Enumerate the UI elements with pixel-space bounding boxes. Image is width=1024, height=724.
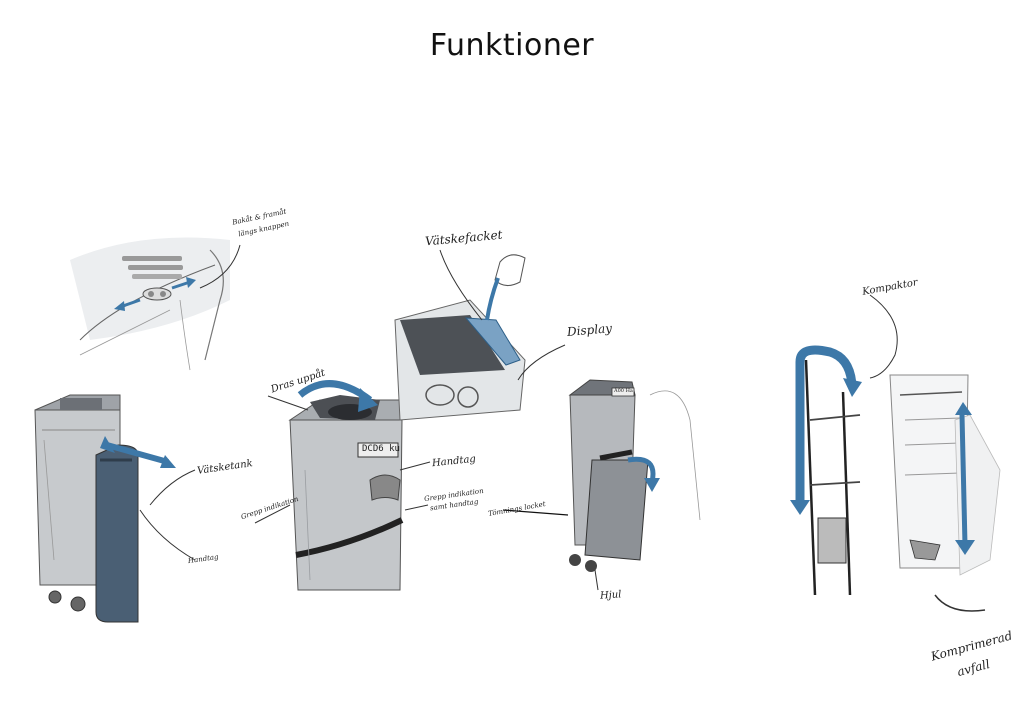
label-hjul: Hjul xyxy=(599,589,622,602)
press-arrow xyxy=(959,414,968,546)
display-closeup-sketch xyxy=(394,249,566,421)
page-title: Funktioner xyxy=(429,28,595,63)
emptying-lid xyxy=(584,459,649,561)
center-unit-sketch xyxy=(254,380,431,591)
side-tank-sketch xyxy=(34,394,196,623)
grip-band xyxy=(295,517,404,558)
unit-label-tag: Ä00 Ha xyxy=(614,388,633,394)
unit-display-text: DCD6 ku xyxy=(362,444,400,454)
liquid-stream xyxy=(485,277,500,321)
tank-slide-arrow xyxy=(106,442,169,465)
tilt-unit-sketch xyxy=(502,379,701,591)
right-arrow xyxy=(171,280,191,290)
tilt-arrow xyxy=(627,456,656,483)
liquid-tank-panel xyxy=(95,444,139,623)
compactor-sketch xyxy=(790,294,1001,612)
button-closeup-sketch xyxy=(70,237,241,371)
rotation-arrow xyxy=(795,345,857,505)
pouring-cup xyxy=(494,254,526,286)
vent-lines xyxy=(122,256,183,279)
compressed-block xyxy=(817,517,847,564)
control-buttons xyxy=(142,287,172,301)
